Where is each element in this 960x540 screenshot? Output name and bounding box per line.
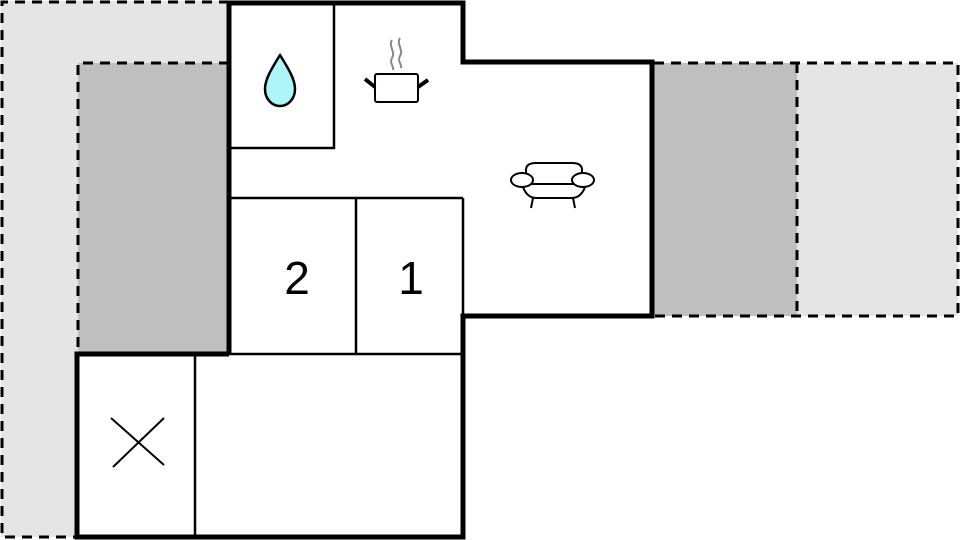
bedroom-1-label: 1 [398, 252, 424, 304]
bedroom-2-label: 2 [284, 252, 310, 304]
building-footprint [76, 2, 652, 537]
terrace-left-light-outline [0, 0, 229, 539]
exterior-walls [74, 0, 655, 540]
terrace-right-light [797, 63, 958, 316]
terrace-right-outline [654, 61, 960, 318]
steam-icon [389, 37, 403, 71]
terrace-left-covered-outline [76, 61, 229, 354]
interior-walls [193, 2, 465, 537]
water-drop-icon [263, 53, 297, 108]
terrace-left-covered [78, 63, 229, 354]
terrace-left-light [1, 1, 229, 537]
sofa-icon [510, 162, 595, 209]
terrace-right-covered [654, 63, 797, 316]
bathroom-walls [229, 2, 336, 150]
cooking-pot-icon [363, 37, 430, 103]
cross-icon [110, 417, 165, 468]
